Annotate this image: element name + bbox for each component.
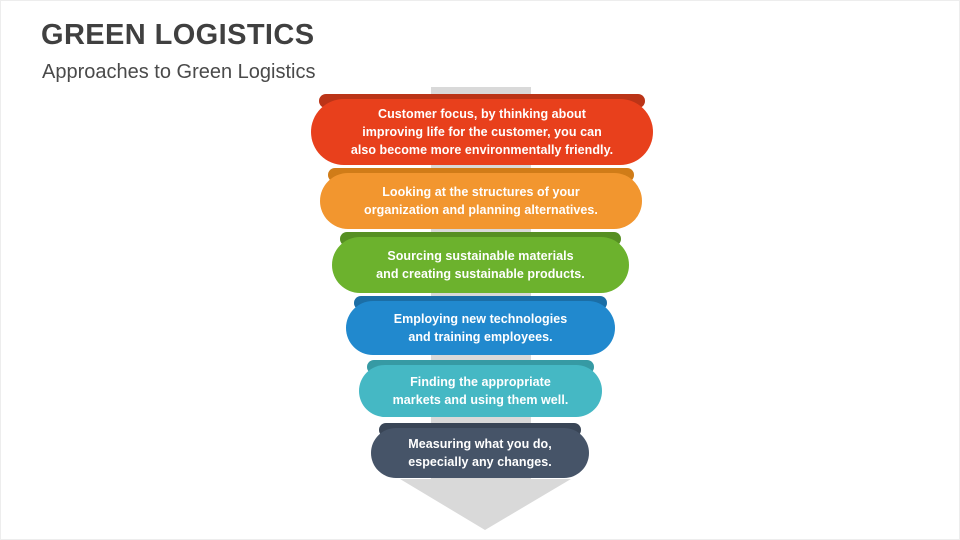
funnel-segment-3[interactable]: Sourcing sustainable materials and creat… (332, 232, 629, 293)
funnel-segment-4-body (346, 301, 615, 355)
funnel-segment-6[interactable]: Measuring what you do, especially any ch… (371, 423, 589, 478)
funnel-segment-2-label: Looking at the structures of your organi… (364, 185, 598, 217)
funnel-segment-5-body (359, 365, 602, 417)
funnel-segment-2[interactable]: Looking at the structures of your organi… (320, 168, 642, 229)
funnel-segment-6-label: Measuring what you do, especially any ch… (408, 437, 552, 469)
page-title: GREEN LOGISTICS (41, 19, 315, 51)
funnel-segment-1-body (311, 99, 653, 165)
funnel-segment-4[interactable]: Employing new technologies and training … (346, 296, 615, 355)
funnel-segment-6-body (371, 428, 589, 478)
funnel-segment-3-body (332, 237, 629, 293)
funnel-segment-5[interactable]: Finding the appropriate markets and usin… (359, 360, 602, 417)
page-subtitle: Approaches to Green Logistics (42, 61, 316, 83)
funnel-segment-1[interactable]: Customer focus, by thinking about improv… (311, 94, 653, 165)
funnel-segment-1-label: Customer focus, by thinking about improv… (350, 107, 614, 157)
funnel-segment-4-label: Employing new technologies and training … (393, 312, 568, 344)
funnel-segment-2-body (320, 173, 642, 229)
funnel-segment-5-label: Finding the appropriate markets and usin… (392, 375, 569, 407)
funnel-segment-3-label: Sourcing sustainable materials and creat… (376, 249, 585, 281)
